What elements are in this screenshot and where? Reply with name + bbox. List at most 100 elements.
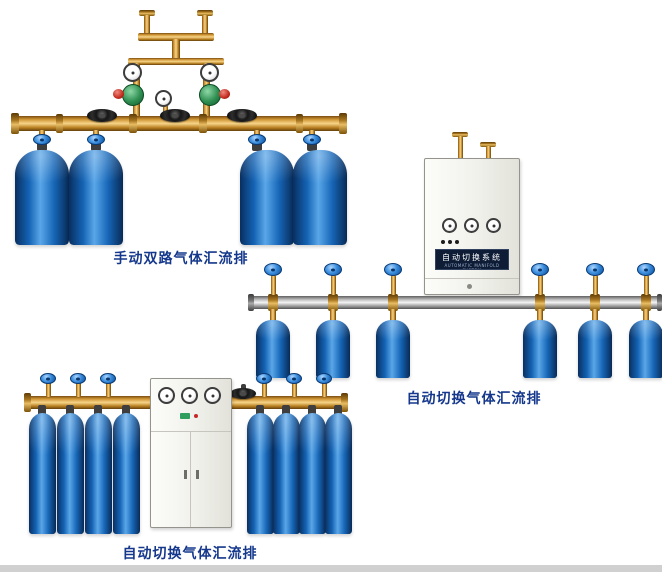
- cylinder-neck: [537, 309, 543, 322]
- gas-cylinder: [15, 150, 69, 245]
- caption-auto-switch-manifold-wall: 自动切换气体汇流排: [406, 391, 542, 407]
- cylinder-valve-handle: [87, 134, 105, 145]
- pressure-gauge: [464, 218, 479, 233]
- cylinder-valve-handle: [303, 134, 321, 145]
- cylinder-neck: [330, 309, 336, 322]
- cylinder-valve-handle: [637, 263, 655, 276]
- cylinder-valve-handle: [384, 263, 402, 276]
- valve-cap: [197, 10, 213, 16]
- cabinet-nameplate: 自动切换系统 AUTOMATIC MANIFOLD SYSTEM: [435, 249, 509, 270]
- cylinder-valve-handle: [286, 373, 302, 384]
- pipe-flange: [129, 114, 137, 133]
- page-bottom-border: [0, 565, 662, 572]
- pressure-gauge: [442, 218, 457, 233]
- cabinet-door-handle: [196, 470, 199, 479]
- cylinder-valve-body: [37, 141, 47, 151]
- riser-pipe: [144, 15, 150, 35]
- cylinder-valve-handle: [324, 263, 342, 276]
- pipe-flange: [199, 114, 207, 133]
- cabinet-door-seam: [190, 432, 191, 527]
- pipe-flange: [56, 114, 63, 133]
- riser-pipe: [538, 275, 543, 295]
- pipe-flange: [296, 114, 303, 133]
- cylinder-valve-handle: [40, 373, 56, 384]
- riser-pipe: [322, 381, 327, 397]
- pressure-gauge: [486, 218, 501, 233]
- riser-pipe: [644, 275, 649, 295]
- gas-cylinder: [256, 320, 290, 378]
- cylinder-valve-handle: [70, 373, 86, 384]
- riser-pipe: [271, 275, 276, 295]
- gas-cylinder: [112, 413, 140, 534]
- cylinder-valve-body: [91, 141, 101, 151]
- gas-cylinder: [316, 320, 350, 378]
- cabinet-lock: [467, 284, 472, 289]
- valve-cap: [452, 132, 468, 137]
- cylinder-valve-handle: [531, 263, 549, 276]
- indicator-button: [448, 240, 452, 244]
- header-pipe: [138, 33, 214, 41]
- pipe-fitting: [641, 294, 651, 311]
- gas-cylinder: [272, 413, 300, 534]
- pipe-end-flange: [11, 113, 19, 134]
- shutoff-handwheel: [227, 109, 257, 122]
- gas-cylinder: [56, 413, 84, 534]
- pipe-fitting: [328, 294, 338, 311]
- gas-cylinder: [293, 150, 347, 245]
- cylinder-neck: [308, 405, 316, 416]
- pipe-end-flange: [24, 393, 31, 412]
- cylinder-neck: [643, 309, 649, 322]
- cylinder-neck: [270, 309, 276, 322]
- pipe-end-flange: [657, 294, 662, 311]
- riser-pipe: [262, 381, 267, 397]
- cabinet-nameplate-title: 自动切换系统: [442, 253, 502, 262]
- riser-pipe: [292, 381, 297, 397]
- riser-pipe: [106, 381, 111, 397]
- riser-pipe: [593, 275, 598, 295]
- cylinder-valve-handle: [100, 373, 116, 384]
- regulator-knob: [219, 89, 230, 99]
- pressure-gauge: [158, 387, 175, 404]
- caption-auto-switch-manifold-floor: 自动切换气体汇流排: [122, 546, 258, 562]
- cylinder-neck: [38, 405, 46, 416]
- cylinder-valve-handle: [248, 134, 266, 145]
- cylinder-valve-handle: [264, 263, 282, 276]
- valve-stem: [241, 384, 246, 390]
- indicator-light: [194, 414, 198, 418]
- cylinder-neck: [282, 405, 290, 416]
- cabinet-panel-seam: [151, 431, 231, 432]
- indicator-button: [441, 240, 445, 244]
- cabinet-door-handle: [184, 470, 187, 479]
- pipe-end-flange: [341, 393, 348, 412]
- indicator-button: [455, 240, 459, 244]
- valve-cap: [139, 10, 155, 16]
- gas-cylinder: [324, 413, 352, 534]
- riser-pipe: [172, 39, 180, 63]
- gas-cylinder: [84, 413, 112, 534]
- shutoff-handwheel: [230, 388, 256, 399]
- shutoff-handwheel: [160, 109, 190, 122]
- indicator-light: [180, 413, 190, 419]
- pipe-fitting: [388, 294, 398, 311]
- cylinder-neck: [390, 309, 396, 322]
- pipe-fitting: [590, 294, 600, 311]
- riser-pipe: [391, 275, 396, 295]
- pressure-gauge: [155, 90, 172, 107]
- gas-cylinder: [28, 413, 56, 534]
- pressure-gauge: [181, 387, 198, 404]
- pipe-end-flange: [339, 113, 347, 134]
- cylinder-valve-body: [252, 141, 262, 151]
- cylinder-valve-handle: [256, 373, 272, 384]
- pressure-gauge: [200, 63, 219, 82]
- shutoff-handwheel: [87, 109, 117, 122]
- cylinder-valve-handle: [586, 263, 604, 276]
- gas-cylinder: [69, 150, 123, 245]
- cylinder-neck: [66, 405, 74, 416]
- riser-pipe: [331, 275, 336, 295]
- cylinder-valve-body: [307, 141, 317, 151]
- cylinder-neck: [94, 405, 102, 416]
